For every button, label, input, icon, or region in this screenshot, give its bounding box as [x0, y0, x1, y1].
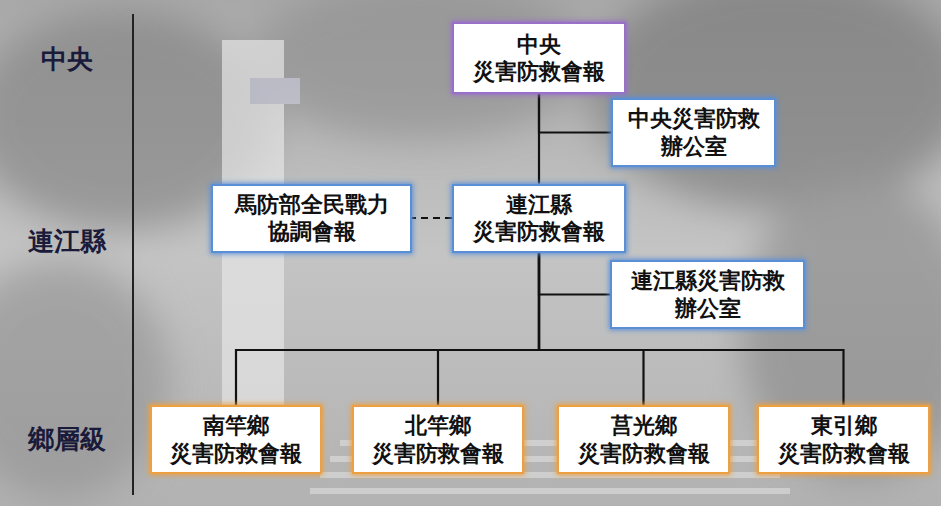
box-label: 東引鄉 災害防救會報 — [778, 412, 910, 467]
box-label: 北竿鄉 災害防救會報 — [372, 412, 504, 467]
organization-box: 中央 災害防救會報 — [452, 22, 626, 94]
level-divider — [132, 14, 134, 495]
box-label: 莒光鄉 災害防救會報 — [578, 412, 710, 467]
connector-line — [236, 253, 539, 406]
box-label: 連江縣 災害防救會報 — [473, 191, 605, 246]
connector-line — [539, 253, 610, 295]
organization-box: 莒光鄉 災害防救會報 — [557, 405, 730, 474]
box-label: 連江縣災害防救 辦公室 — [631, 267, 785, 322]
organization-box: 北竿鄉 災害防救會報 — [352, 405, 524, 474]
level-label: 鄉層級 — [12, 424, 122, 455]
connector-line — [412, 217, 452, 219]
organization-box: 連江縣 災害防救會報 — [452, 184, 626, 253]
organization-box: 東引鄉 災害防救會報 — [757, 405, 930, 474]
box-label: 馬防部全民戰力 協調會報 — [235, 191, 389, 246]
box-label: 中央 災害防救會報 — [473, 31, 605, 86]
box-label: 中央災害防救 辦公室 — [628, 105, 760, 160]
connector-line — [538, 94, 540, 184]
level-label: 連江縣 — [12, 226, 122, 257]
level-label: 中央 — [12, 44, 122, 75]
organization-box: 南竿鄉 災害防救會報 — [150, 405, 322, 474]
connector-line — [539, 253, 844, 406]
organization-box: 連江縣災害防救 辦公室 — [610, 260, 805, 329]
organization-box: 中央災害防救 辦公室 — [611, 98, 776, 167]
connector-line — [539, 94, 611, 133]
organization-box: 馬防部全民戰力 協調會報 — [211, 184, 412, 253]
connector-line — [438, 253, 539, 406]
box-label: 南竿鄉 災害防救會報 — [170, 412, 302, 467]
